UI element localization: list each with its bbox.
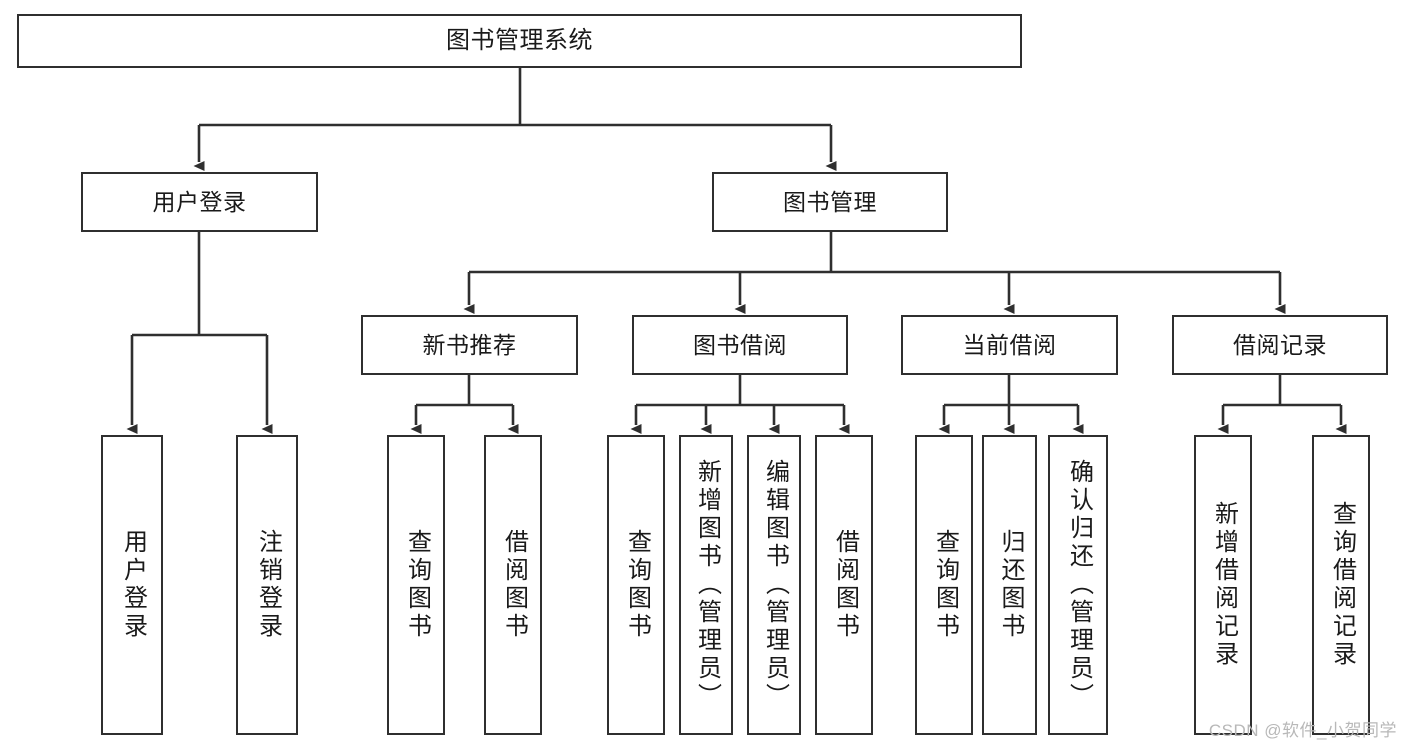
- node-leaf-query-book-recommend-label: 查询图书: [403, 529, 431, 641]
- node-user-login[interactable]: 用户登录: [81, 172, 318, 232]
- node-current-borrow[interactable]: 当前借阅: [901, 315, 1118, 375]
- node-book-manage[interactable]: 图书管理: [712, 172, 948, 232]
- node-leaf-query-book-recommend[interactable]: 查询图书: [387, 435, 445, 735]
- node-book-manage-label: 图书管理: [783, 188, 877, 215]
- node-borrow-record-label: 借阅记录: [1233, 331, 1327, 358]
- node-leaf-edit-book-admin[interactable]: 编辑图书（管理员）: [747, 435, 801, 735]
- node-borrow-record[interactable]: 借阅记录: [1172, 315, 1388, 375]
- node-leaf-query-book-borrow[interactable]: 查询图书: [607, 435, 665, 735]
- node-leaf-confirm-return-admin[interactable]: 确认归还（管理员）: [1048, 435, 1108, 735]
- node-leaf-return-book[interactable]: 归还图书: [982, 435, 1037, 735]
- node-leaf-user-logout[interactable]: 注销登录: [236, 435, 298, 735]
- node-leaf-query-book-borrow-label: 查询图书: [623, 529, 651, 641]
- node-leaf-add-book-admin[interactable]: 新增图书（管理员）: [679, 435, 733, 735]
- node-leaf-user-logout-label: 注销登录: [254, 529, 282, 641]
- node-root[interactable]: 图书管理系统: [17, 14, 1022, 68]
- node-leaf-add-book-admin-label: 新增图书（管理员）: [693, 459, 721, 711]
- node-new-book-recommend-label: 新书推荐: [422, 331, 517, 358]
- node-leaf-add-borrow-record[interactable]: 新增借阅记录: [1194, 435, 1252, 735]
- node-leaf-add-borrow-record-label: 新增借阅记录: [1210, 501, 1238, 669]
- node-current-borrow-label: 当前借阅: [962, 331, 1057, 358]
- node-leaf-user-login[interactable]: 用户登录: [101, 435, 163, 735]
- watermark-text: CSDN @软件_小贺同学: [1208, 721, 1397, 740]
- node-leaf-borrow-book-label: 借阅图书: [831, 529, 859, 641]
- node-leaf-query-borrow-record[interactable]: 查询借阅记录: [1312, 435, 1370, 735]
- node-user-login-label: 用户登录: [152, 188, 247, 215]
- node-leaf-query-book-current[interactable]: 查询图书: [915, 435, 973, 735]
- node-root-label: 图书管理系统: [446, 27, 593, 55]
- node-book-borrow-label: 图书借阅: [693, 331, 787, 358]
- node-leaf-borrow-book-recommend-label: 借阅图书: [500, 529, 528, 641]
- node-leaf-borrow-book-recommend[interactable]: 借阅图书: [484, 435, 542, 735]
- node-leaf-confirm-return-admin-label: 确认归还（管理员）: [1065, 459, 1093, 711]
- node-book-borrow[interactable]: 图书借阅: [632, 315, 848, 375]
- node-leaf-return-book-label: 归还图书: [996, 529, 1024, 641]
- node-leaf-edit-book-admin-label: 编辑图书（管理员）: [761, 459, 789, 711]
- node-leaf-borrow-book[interactable]: 借阅图书: [815, 435, 873, 735]
- node-leaf-user-login-label: 用户登录: [119, 529, 147, 641]
- node-leaf-query-book-current-label: 查询图书: [931, 529, 959, 641]
- node-leaf-query-borrow-record-label: 查询借阅记录: [1328, 501, 1356, 669]
- node-new-book-recommend[interactable]: 新书推荐: [361, 315, 578, 375]
